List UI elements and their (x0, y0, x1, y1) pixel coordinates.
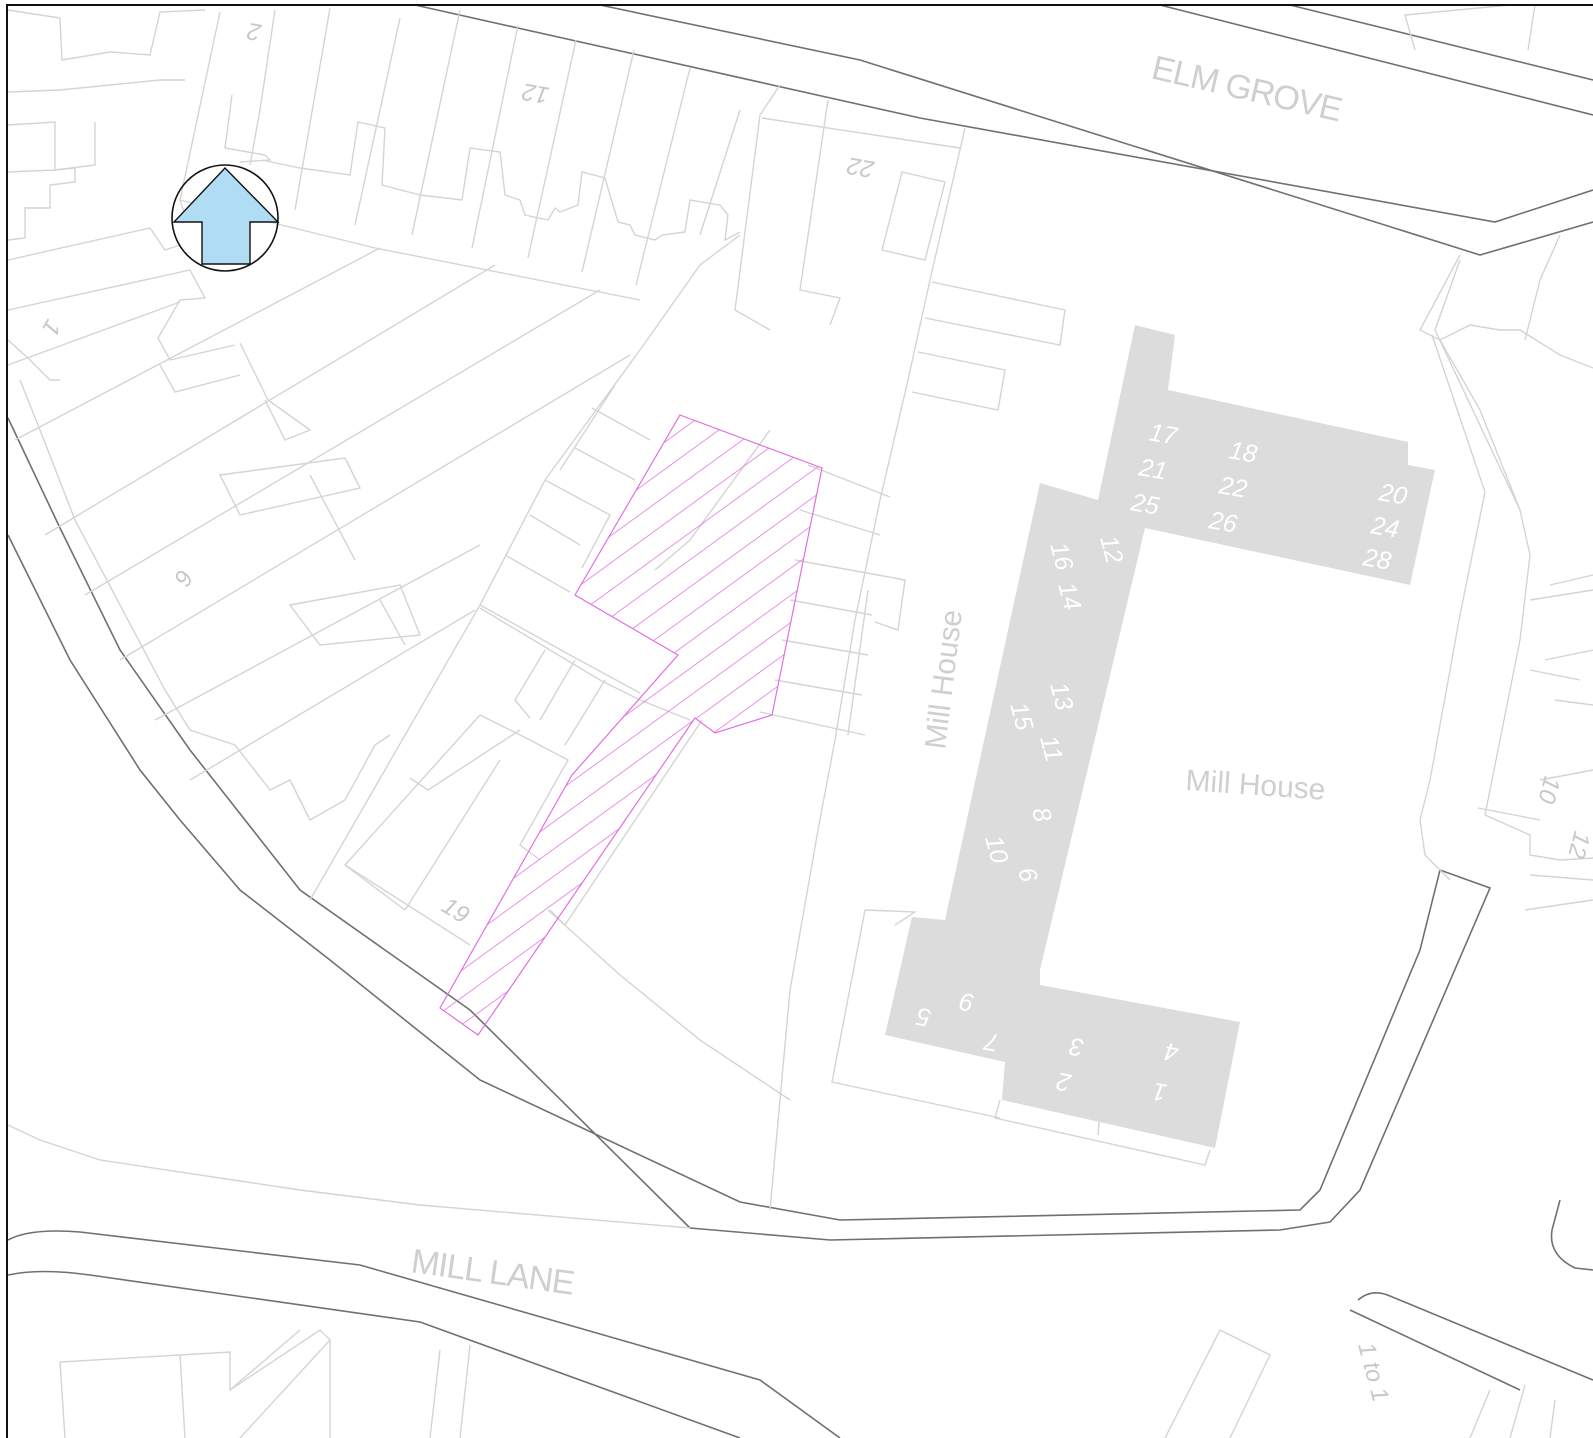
unit-number: 18 (1227, 436, 1259, 468)
unit-number: 1 (1150, 1077, 1169, 1107)
unit-number: 26 (1206, 506, 1239, 539)
house-number: 2 (245, 17, 264, 46)
unit-number: 2 (1054, 1067, 1074, 1097)
road-lines (7, 4, 1593, 1438)
house-number: 22 (845, 151, 877, 182)
unit-number: 3 (1067, 1032, 1086, 1062)
house-number-labels: 2 12 22 1 6 19 10 12 1 to 1 (36, 17, 1593, 1405)
house-number: 12 (520, 77, 551, 108)
mill-house-building (885, 325, 1435, 1148)
unit-number: 9 (957, 987, 976, 1017)
house-number: 6 (168, 565, 198, 591)
map-frame (6, 4, 1593, 1438)
house-number: 12 (1562, 828, 1593, 861)
unit-number: 25 (1128, 488, 1161, 521)
unit-number: 4 (1162, 1037, 1181, 1067)
site-boundary-hatch[interactable] (439, 414, 823, 1036)
elm-grove-label: ELM GROVE (1148, 49, 1345, 130)
mill-house-vertical-label: Mill House (919, 608, 969, 751)
unit-number: 24 (1368, 511, 1401, 544)
unit-number: 22 (1216, 471, 1249, 504)
mill-house-courtyard-label: Mill House (1185, 764, 1327, 807)
plot-outlines (7, 4, 1593, 1438)
house-number: 10 (1532, 773, 1565, 806)
unit-number: 17 (1147, 418, 1180, 451)
unit-number: 20 (1376, 478, 1409, 511)
house-number: 19 (437, 892, 474, 929)
north-arrow-icon (171, 164, 280, 272)
unit-number: 28 (1360, 543, 1393, 576)
unit-number: 5 (914, 1002, 933, 1032)
house-number: 1 (36, 315, 66, 340)
unit-number: 7 (981, 1026, 1001, 1056)
house-number: 1 to 1 (1352, 1340, 1394, 1405)
mill-lane-label: MILL LANE (409, 1242, 577, 1302)
unit-number: 21 (1136, 453, 1169, 486)
